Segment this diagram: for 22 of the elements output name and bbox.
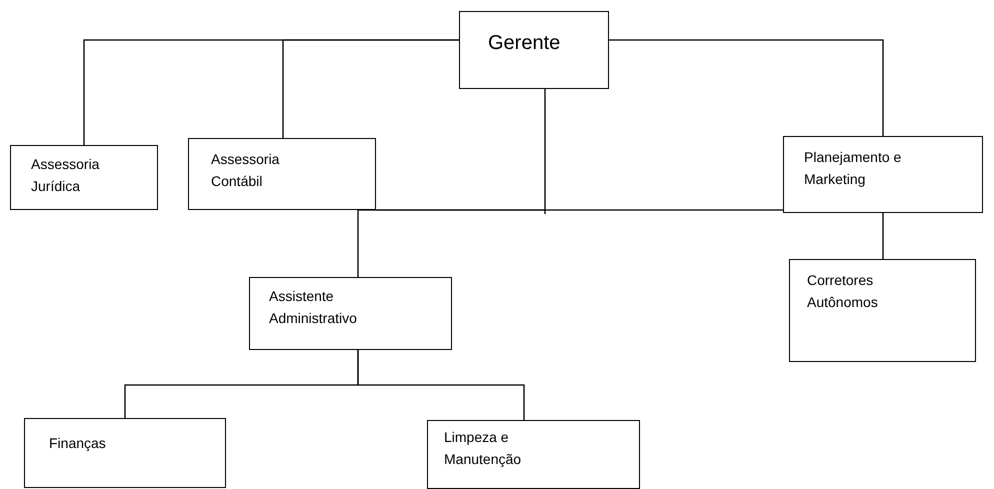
node-label: Corretores Autônomos bbox=[807, 271, 879, 312]
org-box bbox=[783, 136, 983, 213]
node-label: Assistente Administrativo bbox=[269, 287, 358, 328]
connector-line bbox=[282, 39, 459, 138]
node-label: Gerente bbox=[488, 31, 562, 56]
org-box bbox=[427, 420, 640, 489]
connector-line bbox=[357, 350, 525, 420]
connector-line bbox=[376, 209, 783, 211]
node-label: Assessoria Contábil bbox=[211, 150, 280, 191]
connector-line bbox=[357, 88, 546, 278]
org-box bbox=[789, 259, 976, 362]
org-box bbox=[24, 418, 226, 488]
connector-line bbox=[882, 213, 884, 259]
node-label: Assessoria Jurídica bbox=[31, 155, 100, 196]
org-box bbox=[188, 138, 376, 210]
org-box bbox=[10, 145, 158, 210]
node-label: Planejamento e Marketing bbox=[804, 148, 902, 189]
connector-line bbox=[609, 39, 884, 136]
org-box bbox=[459, 11, 609, 89]
org-box bbox=[249, 277, 452, 350]
node-label: Limpeza e Manutenção bbox=[444, 428, 522, 469]
node-label: Finanças bbox=[49, 434, 107, 453]
